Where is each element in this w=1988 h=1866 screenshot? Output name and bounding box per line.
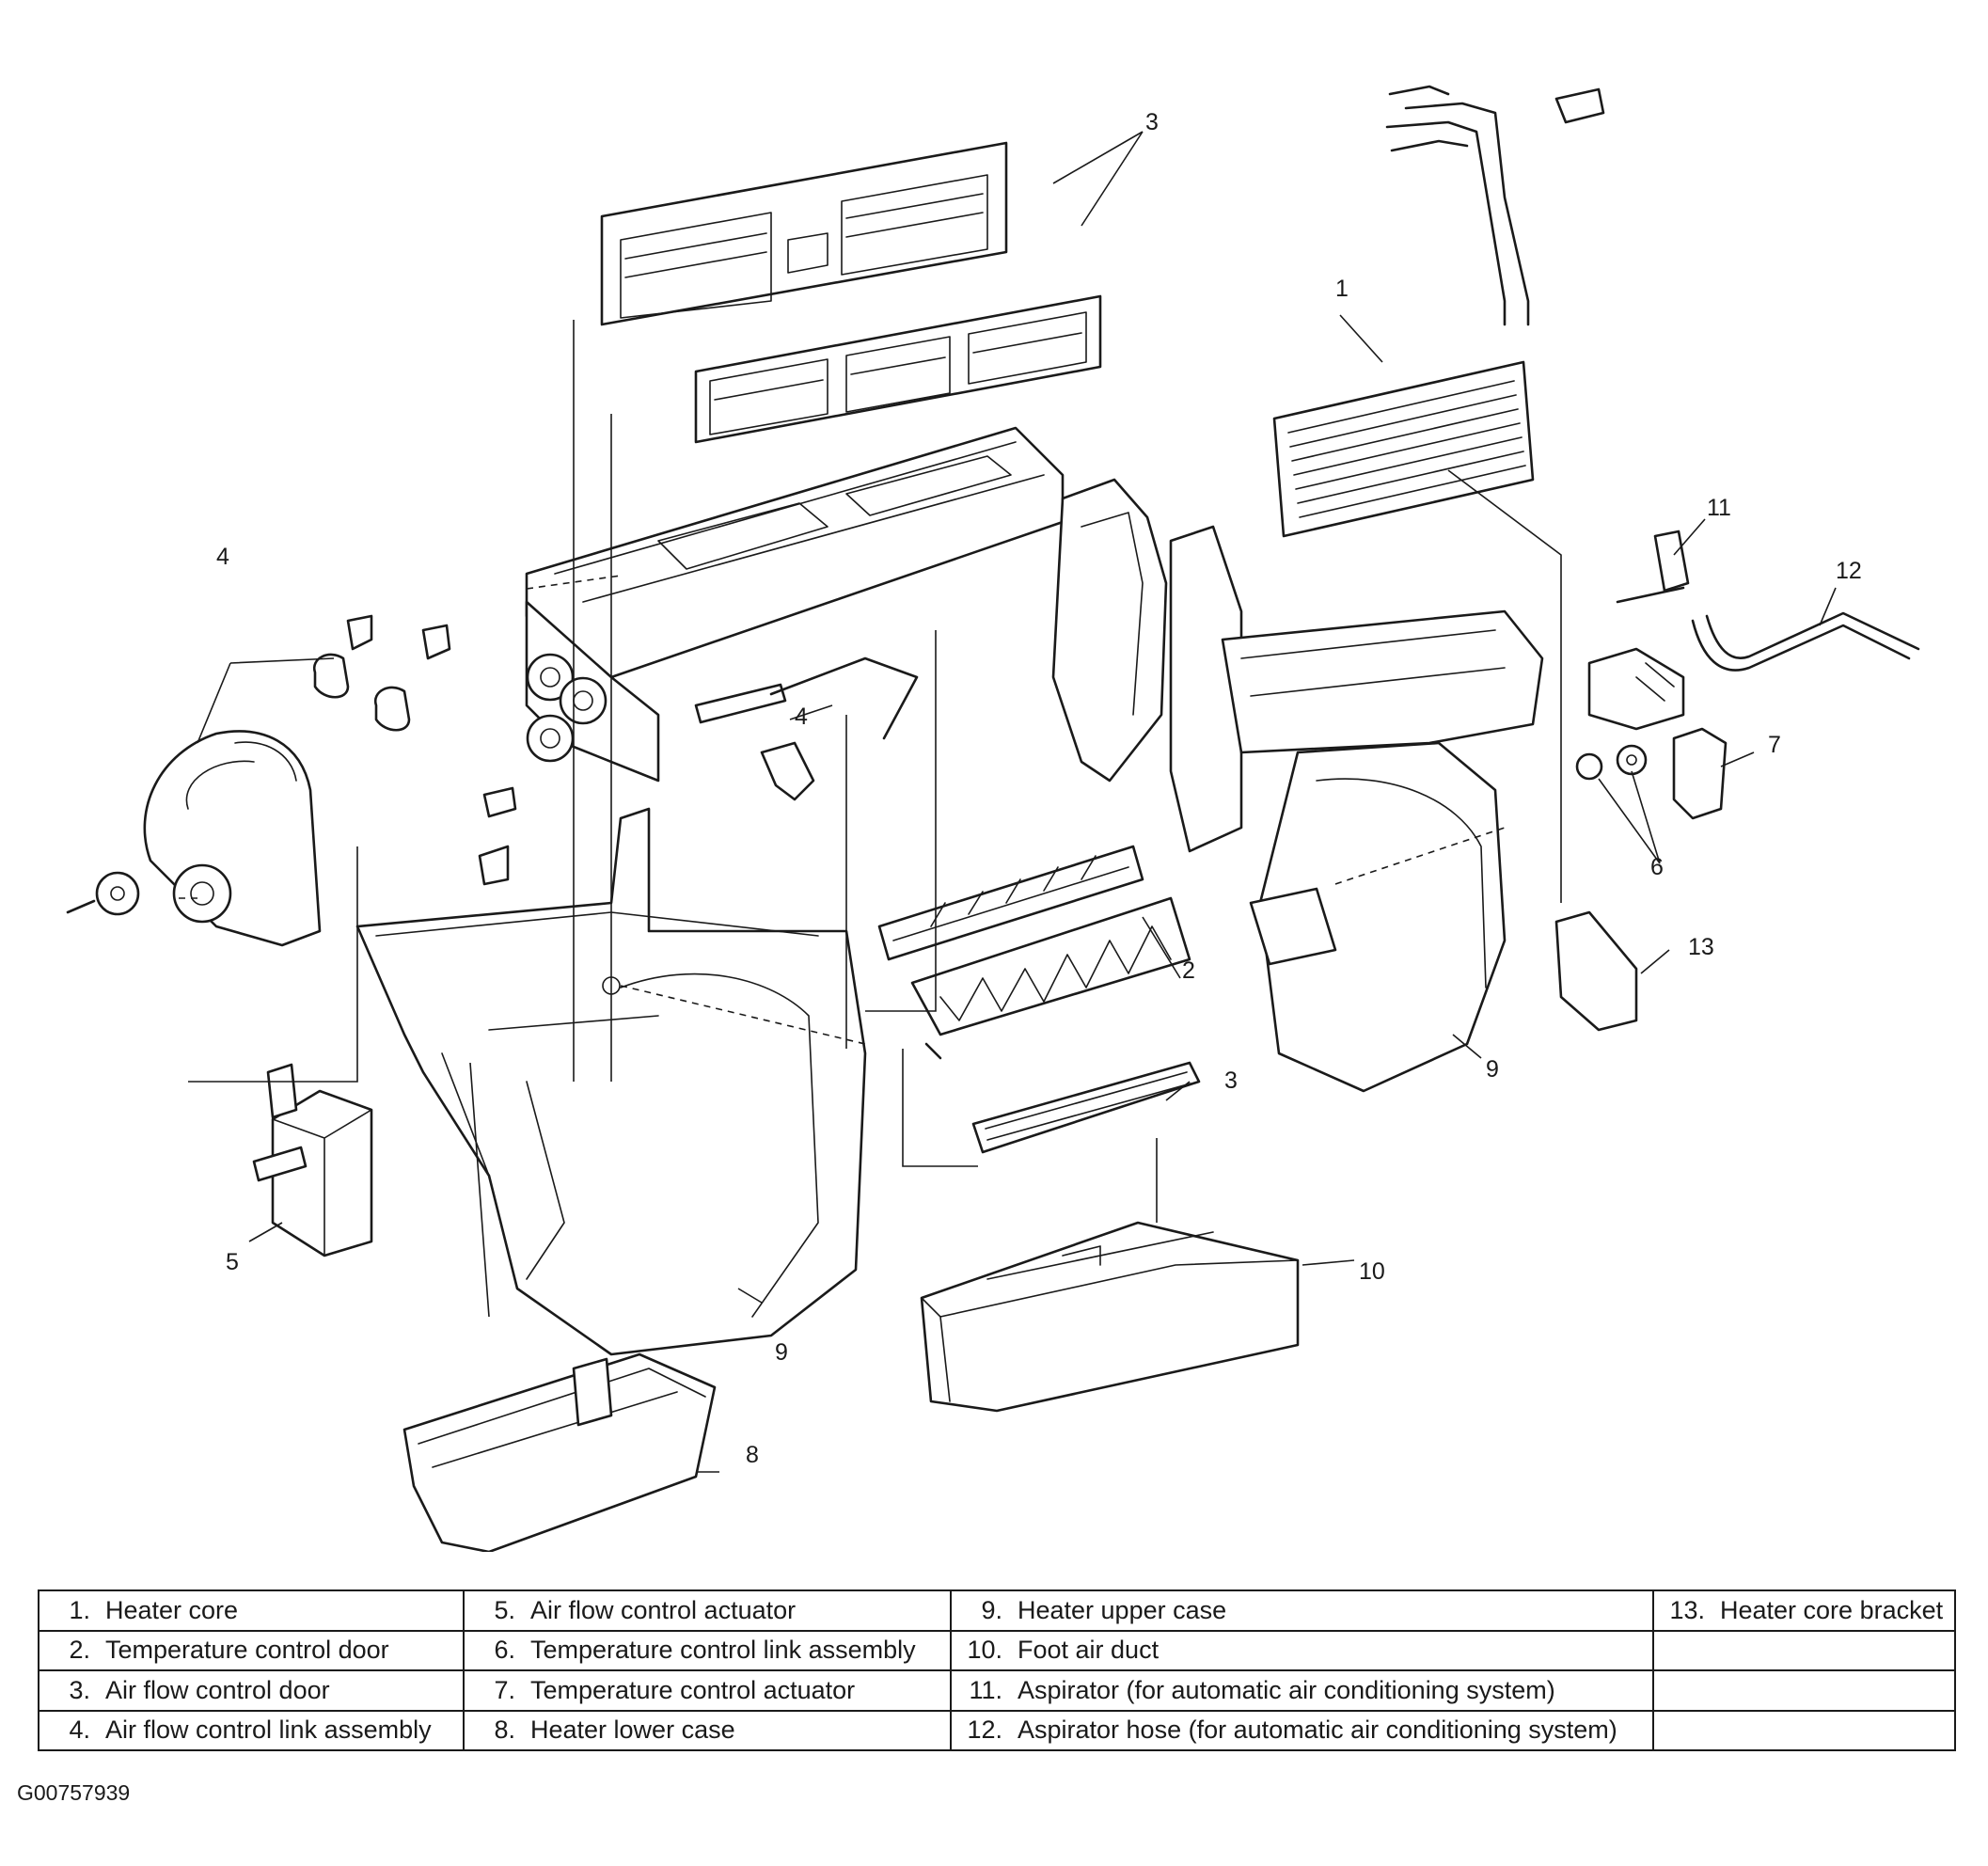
callout-13: 13 (1688, 934, 1714, 960)
callout-3-bottom: 3 (1224, 1067, 1238, 1094)
legend-row: 3.Air flow control door 7.Temperature co… (38, 1669, 1956, 1712)
callout-1: 1 (1335, 276, 1349, 302)
air-flow-control-actuator (252, 1063, 373, 1257)
callout-4-left: 4 (216, 544, 229, 570)
exploded-view-diagram: 1 2 3 3 4 4 5 6 7 8 9 9 10 11 12 13 (66, 85, 1920, 1552)
temperature-control-door (877, 845, 1191, 1060)
heater-core-bracket (1554, 910, 1638, 1032)
heater-core (1272, 85, 1605, 538)
legend-cell: 1.Heater core (38, 1589, 465, 1632)
alignment-line (1334, 827, 1506, 885)
callout-11: 11 (1707, 495, 1731, 521)
temperature-control-link-assembly (1575, 744, 1648, 781)
air-flow-control-door-lower (971, 1061, 1201, 1154)
callout-10: 10 (1359, 1258, 1385, 1285)
alignment-line (526, 575, 622, 590)
heater-lower-case (402, 1352, 717, 1552)
air-flow-control-link-assembly (66, 614, 517, 947)
legend-cell: 9.Heater upper case (950, 1589, 1654, 1632)
callout-12: 12 (1836, 558, 1862, 584)
legend-cell: 5.Air flow control actuator (463, 1589, 952, 1632)
legend-cell: 7.Temperature control actuator (463, 1669, 952, 1712)
legend-row: 2.Temperature control door 6.Temperature… (38, 1629, 1956, 1671)
legend-cell: 2.Temperature control door (38, 1629, 465, 1671)
callout-6: 6 (1650, 854, 1664, 880)
callout-5: 5 (226, 1249, 239, 1275)
legend-row: 1.Heater core 5.Air flow control actuato… (38, 1589, 1956, 1632)
callout-7: 7 (1768, 732, 1781, 758)
legend-cell: 11.Aspirator (for automatic air conditio… (950, 1669, 1654, 1712)
legend-cell: 12.Aspirator hose (for automatic air con… (950, 1709, 1654, 1751)
parts-legend-table: 1.Heater core 5.Air flow control actuato… (38, 1589, 1956, 1751)
legend-cell: 13.Heater core bracket (1652, 1589, 1956, 1632)
heater-case-centre-panel (1051, 478, 1243, 853)
air-flow-control-door-upper (600, 141, 1008, 326)
callout-9-left: 9 (775, 1339, 788, 1366)
callout-2: 2 (1182, 957, 1195, 984)
legend-cell: 3.Air flow control door (38, 1669, 465, 1712)
callout-4-right: 4 (795, 704, 808, 730)
heater-upper-box (525, 426, 1065, 783)
legend-cell: 6.Temperature control link assembly (463, 1629, 952, 1671)
legend-cell (1652, 1629, 1956, 1671)
air-flow-control-link-right (694, 656, 919, 801)
legend-cell (1652, 1709, 1956, 1751)
callout-3-top: 3 (1145, 109, 1159, 135)
leader-lines (188, 131, 1837, 1473)
foot-air-duct (920, 1221, 1300, 1413)
legend-cell: 10.Foot air duct (950, 1629, 1654, 1671)
figure-id: G00757939 (17, 1780, 131, 1805)
aspirator (1587, 530, 1690, 731)
alignment-line (620, 985, 866, 1045)
legend-cell: 4.Air flow control link assembly (38, 1709, 465, 1751)
aspirator-hose (1691, 611, 1920, 672)
heater-upper-case-right (1221, 609, 1544, 1093)
callout-9-right: 9 (1486, 1056, 1499, 1083)
legend-cell (1652, 1669, 1956, 1712)
callout-8: 8 (746, 1442, 759, 1468)
legend-cell: 8.Heater lower case (463, 1709, 952, 1751)
legend-row: 4.Air flow control link assembly 8.Heate… (38, 1709, 1956, 1751)
air-flow-control-door-middle (694, 294, 1102, 444)
temperature-control-actuator (1672, 727, 1728, 820)
